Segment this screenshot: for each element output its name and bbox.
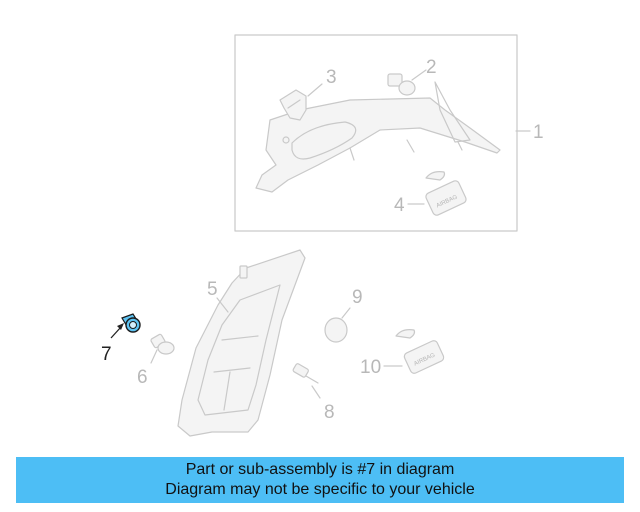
callout-5: 5 [207,279,218,300]
callout-7: 7 [101,344,112,365]
part-8-bolt [292,363,319,384]
banner-line-1: Part or sub-assembly is #7 in diagram [185,461,455,478]
part-6-screw [150,333,175,355]
part-9-cap [324,317,348,343]
callout-3: 3 [326,67,337,88]
parts-diagram: AIRBAG AIRBAG [101,34,544,437]
part-10-airbag-label: AIRBAG [395,329,445,374]
info-banner: Part or sub-assembly is #7 in diagram Di… [16,457,624,503]
part-2-push-pin [387,73,416,96]
callout-1: 1 [533,122,544,143]
part-7-clip[interactable] [121,313,141,333]
callout-8: 8 [324,402,335,423]
upper-assembly-frame [234,34,518,232]
upper-trim-panel [255,81,501,193]
callout-9: 9 [352,287,363,308]
callout-10: 10 [360,357,381,378]
callout-2: 2 [426,57,437,78]
banner-line-2: Diagram may not be specific to your vehi… [165,481,475,498]
callout-6: 6 [137,367,148,388]
part-4-airbag-label: AIRBAG [425,171,467,216]
part-5-pillar-trim [177,249,306,437]
callout-4: 4 [394,195,405,216]
part-3-clip [279,89,307,121]
leader-lines [110,69,531,399]
